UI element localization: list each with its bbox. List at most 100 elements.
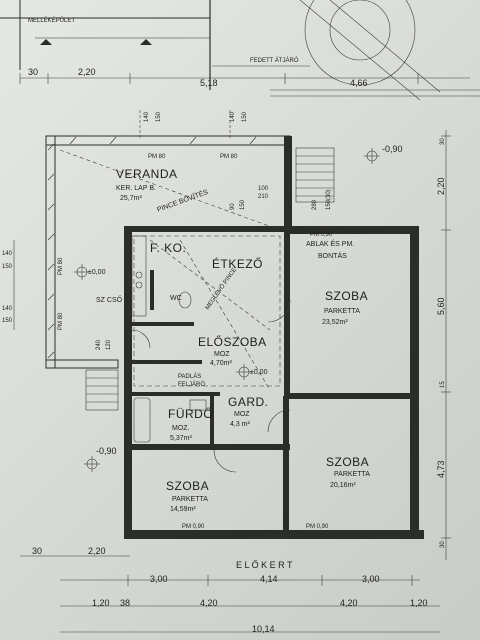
opening-label: 140 [144,111,150,122]
room-szoba-2: SZOBA PARKETTA 20,16m² [326,455,370,489]
level-value: -0,90 [96,446,117,456]
room-floor: MOZ [214,351,230,358]
dim-bottom-r3-1: 38 [120,598,130,608]
door-swings [131,299,291,473]
room-area: 14,59m² [170,506,196,513]
neighbor-structure [270,0,480,101]
room-wc: WC [170,295,182,302]
opening-label: PM 0,90 [306,524,329,530]
room-name: VERANDA [116,167,178,181]
dim-right-1: 2,20 [436,177,446,195]
attic-access-note-1: PADLÁS [178,373,201,380]
opening-label: PM 0,90 [310,232,333,238]
opening-label: 150 [156,111,162,122]
room-floor: MOZ. [172,425,190,432]
opening-label: 150(30) [326,189,332,210]
opening-label: PM 0,90 [182,524,205,530]
room-fko: F. KO. [150,241,186,255]
room-name: SZOBA [326,455,369,469]
cellar-expansion-note: PINCE BŐVÍTÉS [156,187,210,214]
dim-bottom-r1-1: 2,20 [88,546,106,556]
dim-top-2: 5,18 [200,78,218,88]
dim-right-3: 15 [440,381,446,388]
level-marker-center: ±0,00 [236,364,268,380]
bottom-dimensions: 30 2,20 3,00 4,14 3,00 1,20 38 4,20 4,20… [20,546,440,634]
side-stairs [85,369,119,411]
room-floor: MOZ [234,411,250,418]
room-floor: PARKETTA [324,308,360,315]
opening-label: 90 [230,203,236,210]
opening-label: PM 80 [58,312,64,330]
dim-bottom-total: 10,14 [252,624,275,634]
room-veranda: VERANDA KER. LAP B. 25,7m² [116,167,178,202]
room-name: FÜRDŐ [168,406,213,421]
opening-label: 240 [96,339,102,350]
room-name: GARD. [228,395,269,409]
opening-label: 120 [106,339,112,350]
level-value: ±0,00 [250,369,268,376]
opening-label: 210 [258,194,269,200]
dim-right-5: 30 [440,541,446,548]
opening-label: 280 [312,199,318,210]
room-etkezo: ÉTKEZŐ [212,256,263,271]
opening-label: PM 80 [148,154,166,160]
covered-entrance-label: FEDETT ÁTJÁRÓ [250,57,299,64]
dim-right-0: 30 [440,138,446,145]
dim-top-0: 30 [28,67,38,77]
attic-access-note-2: FELJÁRÓ [178,381,205,388]
level-marker-top: -0,90 [364,144,403,164]
room-furdo: FÜRDŐ MOZ. 5,37m² [168,406,213,442]
window-removal-note-2: BONTÁS [318,251,347,260]
room-area: 4,70m² [210,360,232,367]
front-garden-label: E L Ő K E R T [236,560,293,570]
fixtures [131,235,207,443]
cellar-outline [59,110,281,391]
opening-label: 100 [258,186,269,192]
room-eloszoba: ELŐSZOBA MOZ 4,70m² [198,334,266,367]
dim-bottom-r3-3: 4,20 [340,598,358,608]
room-floor: KER. LAP B. [116,185,156,192]
dim-left-3: 150 [2,318,13,324]
dim-bottom-r3-4: 1,20 [410,598,428,608]
opening-label: PM 80 [58,257,64,275]
room-area: 23,52m² [322,319,348,326]
dim-right-4: 4,73 [436,460,446,478]
dim-right-2: 5,60 [436,297,446,315]
room-floor: PARKETTA [334,471,370,478]
level-marker-bottom-left: -0,90 [84,446,117,472]
dim-top-3: 4,66 [350,78,368,88]
dim-bottom-r2-1: 4,14 [260,574,278,584]
top-dimension-line: 30 2,20 5,18 4,66 [19,67,470,88]
room-name: SZOBA [325,289,368,303]
room-area: 5,37m² [170,435,192,442]
dim-bottom-r2-0: 3,00 [150,574,168,584]
opening-label: 150 [242,111,248,122]
dim-bottom-r3-0: 1,20 [92,598,110,608]
opening-label: 150 [240,199,246,210]
dim-bottom-r3-2: 4,20 [200,598,218,608]
room-area: 25,7m² [120,195,142,202]
level-marker-icon [40,39,52,45]
level-value: -0,90 [382,144,403,154]
opening-label: PM 80 [220,154,238,160]
room-szoba-1: SZOBA PARKETTA 23,52m² [322,289,368,326]
opening-label: 140 [230,111,236,122]
dim-left-0: 140 [2,251,13,257]
dim-left-2: 140 [2,306,13,312]
window-removal-note-1: ABLAK ÉS PM. [306,239,354,248]
dim-bottom-r2-2: 3,00 [362,574,380,584]
entry-stairs [295,147,335,203]
left-dimensions: 140 150 140 150 [2,240,15,330]
level-marker-icon [140,39,152,45]
room-area: 4,3 m² [230,421,251,428]
dim-top-1: 2,20 [78,67,96,77]
pipe-note: SZ CSŐ [96,295,123,304]
level-value: ±0,00 [88,269,106,276]
room-szoba-3: SZOBA PARKETTA 14,59m² [166,479,209,513]
room-name: SZOBA [166,479,209,493]
neighbor-building-label: MELLÉKÉPÜLET [28,17,75,24]
neighbor-building: MELLÉKÉPÜLET [0,0,211,90]
right-dimensions: 30 2,20 5,60 15 4,73 30 [436,130,451,560]
room-gard: GARD. MOZ 4,3 m² [228,395,269,428]
